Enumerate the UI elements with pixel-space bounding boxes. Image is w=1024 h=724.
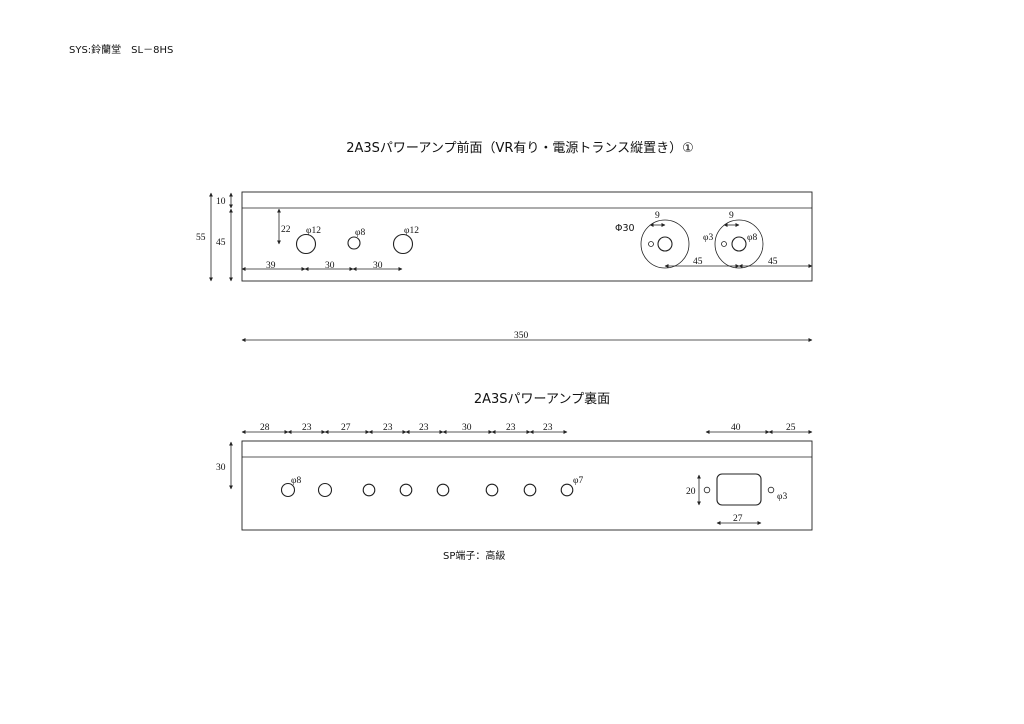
rear-hole-3 (362, 483, 376, 497)
rear-dim-23c-label: 23 (419, 423, 429, 433)
front-panel-outline (241, 191, 813, 282)
rear-hole-1 (280, 482, 296, 498)
left-knob-diameter-label: φ12 (306, 226, 321, 236)
left-meter-small-hole (648, 241, 654, 247)
front-height-face-label: 45 (216, 238, 226, 248)
ac-inlet-left-screw-hole (703, 486, 711, 494)
rear-dim-28-label: 28 (260, 423, 270, 433)
rear-panel (241, 440, 813, 531)
middle-small-hole (347, 236, 361, 250)
rear-dim-27-label: 27 (341, 423, 351, 433)
middle-hole-diameter-label: φ8 (355, 228, 365, 238)
left-meter-outline (640, 219, 690, 269)
ac-inlet-height-label: 20 (686, 487, 696, 497)
rear-hole-8 (560, 483, 574, 497)
ac-inlet-screw-hole-label: φ3 (777, 492, 787, 502)
right-meter-small-hole-label: φ3 (703, 233, 713, 243)
rear-first-hole-label: φ8 (291, 476, 301, 486)
rear-dim-40-label: 40 (731, 423, 741, 433)
left-meter-center-hole (657, 236, 673, 252)
hole-vertical-offset-label: 22 (281, 225, 291, 235)
right-meter-center-hole-label: φ8 (747, 233, 757, 243)
left-knob-hole (295, 233, 317, 255)
front-dim-30a-label: 30 (325, 261, 335, 271)
meter-spacing-left-label: 45 (693, 257, 703, 267)
right-meter-small-hole (721, 241, 727, 247)
ac-inlet-right-screw-hole (767, 486, 775, 494)
ac-inlet-width-label: 27 (733, 514, 743, 524)
right-knob-hole (392, 233, 414, 255)
front-panel-title: 2A3Sパワーアンプ前面（VR有り・電源トランス縦置き）① (346, 140, 694, 156)
left-meter-offset-label: 9 (655, 211, 660, 221)
rear-height-label: 30 (216, 463, 226, 473)
rear-last-hole-label: φ7 (573, 476, 583, 486)
meter-diameter-label: Φ30 (615, 223, 635, 234)
rear-dim-23e-label: 23 (543, 423, 553, 433)
rear-dim-30-label: 30 (462, 423, 472, 433)
rear-hole-2 (317, 482, 333, 498)
rear-dim-23b-label: 23 (383, 423, 393, 433)
rear-dim-23d-label: 23 (506, 423, 516, 433)
front-dim-39-label: 39 (266, 261, 276, 271)
right-meter-offset-label: 9 (729, 211, 734, 221)
rear-hole-7 (523, 483, 537, 497)
right-meter-center-hole (731, 236, 747, 252)
right-meter-outline (714, 219, 764, 269)
meter-spacing-right-label: 45 (768, 257, 778, 267)
front-dim-30b-label: 30 (373, 261, 383, 271)
rear-panel-outline (241, 440, 813, 531)
rear-hole-4 (399, 483, 413, 497)
rear-panel-title: 2A3Sパワーアンプ裏面 (474, 392, 610, 407)
ac-inlet-cutout (716, 473, 762, 506)
right-knob-diameter-label: φ12 (404, 226, 419, 236)
front-panel (241, 191, 813, 282)
system-label: SYS:鈴蘭堂 SL－8HS (69, 43, 173, 56)
front-height-total-label: 55 (196, 233, 206, 243)
front-height-top-label: 10 (216, 197, 226, 207)
rear-dim-25-label: 25 (786, 423, 796, 433)
rear-dim-23a-label: 23 (302, 423, 312, 433)
speaker-terminal-note: SP端子：高級 (443, 549, 505, 562)
rear-hole-5 (436, 483, 450, 497)
rear-hole-6 (485, 483, 499, 497)
front-panel-width-label: 350 (514, 331, 529, 341)
